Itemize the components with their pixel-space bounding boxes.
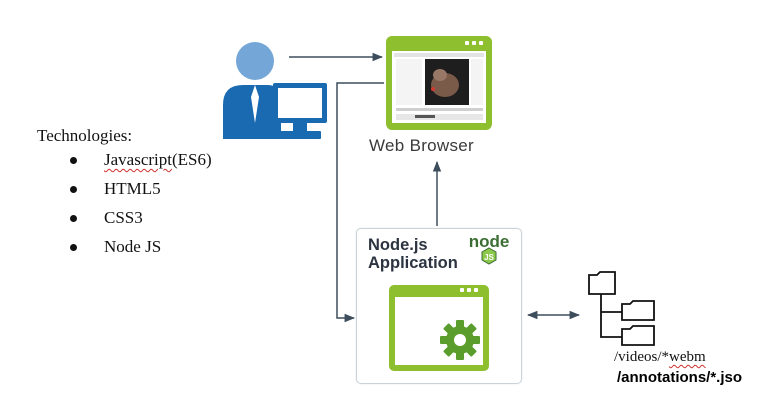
tech-label: Javascript(ES6) <box>104 150 212 170</box>
tech-label: HTML5 <box>104 179 161 198</box>
web-browser-icon <box>386 36 492 130</box>
tech-label: CSS3 <box>104 208 143 227</box>
arrow-browser-to-app <box>336 82 384 323</box>
technologies-heading: Technologies: <box>37 126 133 145</box>
user-computer-icon <box>223 42 327 139</box>
web-browser-label: Web Browser <box>369 136 475 155</box>
videos-path-label: /videos/*webm <box>614 349 706 366</box>
videos-path-prefix: /videos/* <box>614 349 669 365</box>
bullet-icon <box>70 157 77 164</box>
folder-annotations-icon <box>621 325 655 346</box>
spellcheck-word: webm <box>669 349 706 365</box>
folder-root-icon <box>588 271 616 295</box>
title-line-1: Node.js <box>368 236 428 254</box>
folder-tree-icon <box>588 271 655 346</box>
spellcheck-word: Javascript <box>104 150 172 169</box>
app-window-gear-icon <box>389 285 489 371</box>
nodejs-application-title: Node.js Application <box>368 236 458 272</box>
tech-label-suffix: (ES6) <box>171 150 212 169</box>
folder-videos-icon <box>621 300 655 321</box>
nodejs-logo-text: node <box>469 232 510 251</box>
gear-icon <box>440 320 480 360</box>
bullet-icon <box>70 186 77 193</box>
bullet-icon <box>70 215 77 222</box>
tech-label: Node JS <box>104 237 162 256</box>
svg-text:JS: JS <box>484 253 494 262</box>
annotations-path-label: /annotations/*.jso <box>617 369 743 386</box>
bullet-icon <box>70 244 77 251</box>
nodejs-logo-icon: node JS <box>469 232 510 265</box>
title-line-2: Application <box>368 254 458 272</box>
